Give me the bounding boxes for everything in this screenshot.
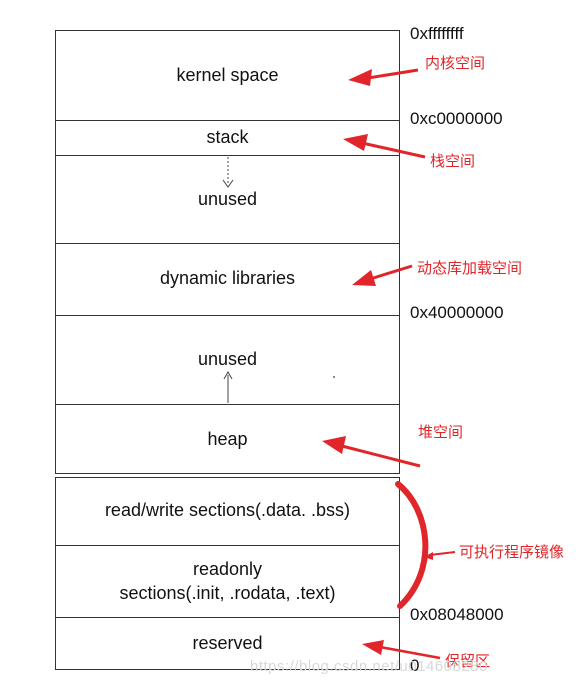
reserved-label: reserved (192, 633, 263, 653)
unused-top-label: unused (197, 189, 258, 209)
divider (55, 120, 400, 121)
divider (55, 477, 400, 478)
kernel-space-label: kernel space (176, 65, 279, 85)
divider (55, 617, 400, 618)
border-top (55, 30, 400, 31)
divider (55, 473, 400, 474)
upper-box-sides (55, 30, 400, 473)
divider (55, 243, 400, 244)
heap-annotation: 堆空间 (418, 424, 464, 441)
divider (55, 155, 400, 156)
reserved-arrow-icon (362, 640, 441, 660)
divider (55, 404, 400, 405)
kernel-arrow-icon (348, 68, 419, 86)
exec-bracket-icon (395, 481, 456, 609)
heap-growth-arrow (223, 370, 233, 403)
stack-annotation: 栈空间 (430, 153, 476, 170)
readonly-sections-label: sections(.init, .rodata, .text) (119, 583, 336, 603)
address-kernel: 0xc0000000 (410, 109, 503, 128)
address-zero: 0 (410, 656, 420, 675)
exec-annotation: 可执行程序镜像 (459, 544, 565, 561)
kernel-annotation: 内核空间 (425, 55, 486, 72)
divider (55, 545, 400, 546)
dynlib-arrow-icon (352, 264, 413, 286)
stack-growth-arrow (222, 157, 234, 188)
stack-arrow-icon (343, 134, 426, 159)
rw-sections-label: read/write sections(.data. .bss) (104, 500, 351, 520)
lower-box-sides (55, 477, 400, 669)
stack-label: stack (206, 127, 249, 147)
address-exec: 0x08048000 (410, 605, 504, 624)
dynamic-libraries-label: dynamic libraries (159, 268, 296, 288)
dynlib-annotation: 动态库加载空间 (417, 260, 523, 277)
address-dynlib: 0x40000000 (410, 303, 504, 322)
readonly-label: readonly (192, 559, 263, 579)
divider (55, 315, 400, 316)
watermark: https://blog.csdn.net/u014608280 (250, 658, 488, 675)
heap-arrow-icon (322, 436, 421, 468)
address-top: 0xffffffff (410, 24, 464, 43)
heap-label: heap (207, 429, 248, 449)
unused-mid-label: unused (197, 349, 258, 369)
reserved-annotation: 保留区 (445, 653, 491, 670)
border-bottom (55, 669, 400, 670)
